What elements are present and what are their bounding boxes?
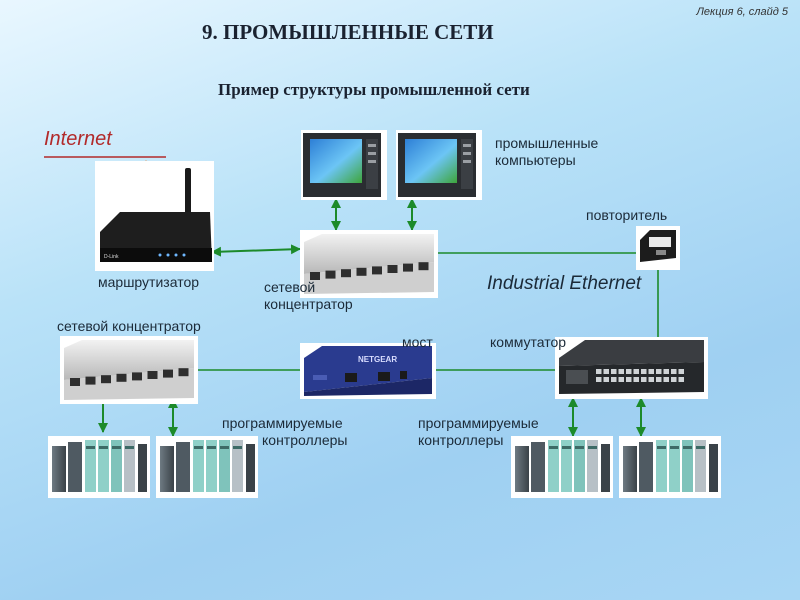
label-plc-left-line2: контроллеры (262, 432, 348, 448)
label-internet: Internet (44, 128, 112, 150)
label-repeater: повторитель (586, 207, 668, 223)
label-plc-left-line1: программируемые (222, 415, 343, 431)
router-brand: D-Link (104, 254, 119, 260)
plc-group-2 (156, 436, 258, 498)
label-switch: коммутатор (490, 334, 567, 350)
repeater-device (636, 226, 680, 270)
switch-device (555, 337, 708, 399)
label-industrial-pcs-line2: компьютеры (495, 152, 576, 168)
label-plc-right-line1: программируемые (418, 415, 539, 431)
label-industrial-pcs-line1: промышленные (495, 135, 599, 151)
industrial-pc-1 (301, 130, 387, 200)
industrial-pc-2 (396, 130, 482, 200)
label-router: маршрутизатор (98, 274, 200, 290)
label-hub-center-line2: концентратор (264, 296, 353, 312)
label-hub-center-line1: сетевой (264, 279, 316, 295)
label-hub-left: сетевой концентратор (57, 318, 201, 334)
arrow-router-hub (211, 244, 301, 257)
link-lines (198, 252, 659, 371)
label-industrial-ethernet: Industrial Ethernet (487, 273, 642, 294)
hub-center-device (300, 230, 438, 298)
lecture-slide-ref: Лекция 6, слайд 5 (696, 6, 788, 18)
bridge-device: NETGEAR (300, 343, 436, 399)
plc-group-4 (619, 436, 721, 498)
hub-left-device (60, 336, 198, 404)
bridge-brand: NETGEAR (358, 355, 397, 364)
label-plc-right-line2: контроллеры (418, 432, 504, 448)
page-subtitle: Пример структуры промышленной сети (218, 80, 530, 99)
plc-group-3 (511, 436, 613, 498)
plc-group-1 (48, 436, 150, 498)
router-device: D-Link (95, 161, 214, 271)
label-bridge: мост (402, 334, 433, 350)
page-title: 9. ПРОМЫШЛЕННЫЕ СЕТИ (202, 20, 494, 44)
